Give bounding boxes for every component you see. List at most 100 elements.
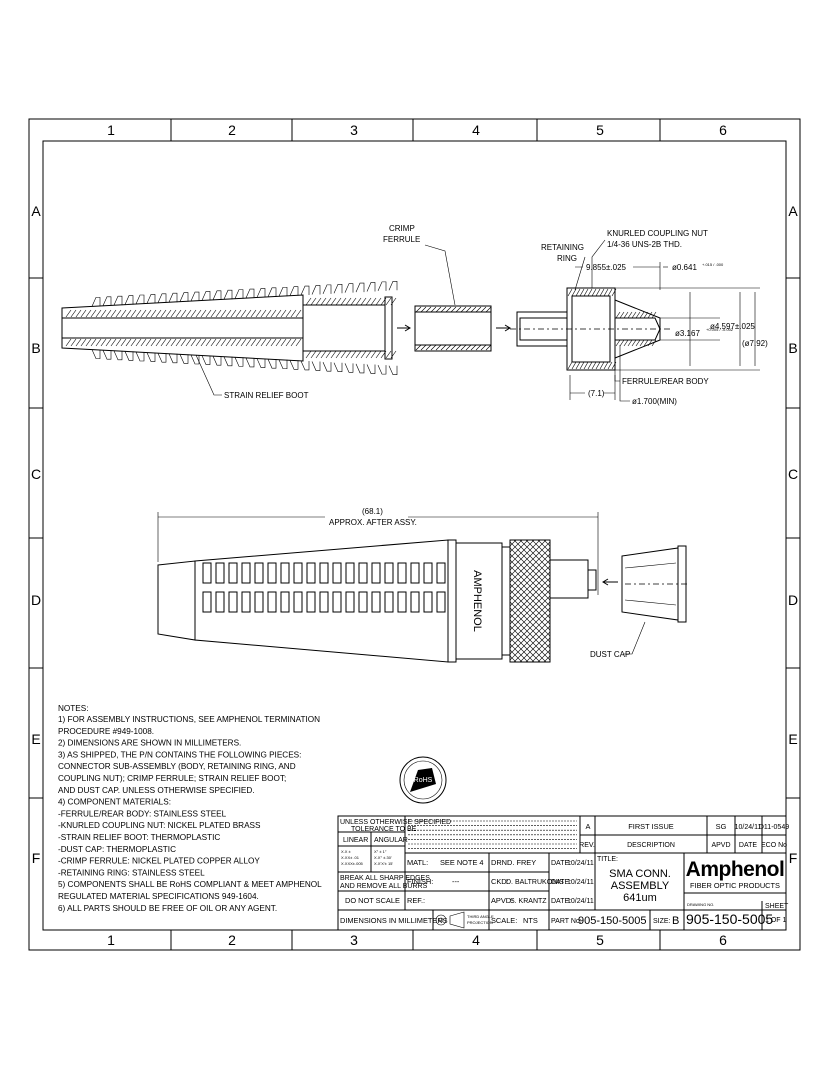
hatch-line [340,297,347,306]
boot-tooth [179,354,189,364]
hatch-line [275,338,282,347]
label-strain-relief: STRAIN RELIEF BOOT [224,391,309,400]
hatch-line [165,338,172,347]
dimline-9855 [575,262,661,290]
knurl-line [510,637,535,662]
boot-slot [202,562,212,584]
hatch-line [295,309,302,318]
boot-tooth [157,353,167,363]
hatch-line [220,338,227,347]
boot-tooth [102,350,112,360]
hatch-line [260,338,267,347]
hatch-line [245,338,252,347]
knurl-line [510,613,550,655]
hatch-line [105,338,112,347]
dim-681-note: APPROX. AFTER ASSY. [329,518,417,527]
hatch-line [175,309,182,318]
hatch-line [639,311,645,319]
hatch-line [120,338,127,347]
label-crimp-1: CRIMP [389,224,415,233]
hatch-line [583,288,589,297]
boot-tooth [91,349,101,359]
hatch-line [135,309,142,318]
boot-tooth [278,286,288,297]
tb-rev-date: 10/24/11 [735,824,762,831]
hatch-line [320,350,327,359]
tb-ref-label: REF.: [407,896,425,905]
boot-slot [410,591,420,613]
note-line: 4) COMPONENT MATERIALS: [58,798,171,807]
knurl-line [537,649,550,662]
tb-break-2: AND REMOVE ALL BURRS [340,883,428,890]
hatch-line [390,297,397,306]
knurl-line [510,540,523,553]
knurl-line [510,541,550,583]
hatch-line [440,306,447,313]
hatch-line [375,350,382,359]
hatch-line [210,309,217,318]
knurl-line [510,649,523,662]
boot-tooth [168,292,178,303]
company-logo: Amphenol [686,858,785,881]
boot-slot [254,562,264,584]
hatch-line [250,309,257,318]
hatch-line [100,309,107,318]
hatch-line [450,306,457,313]
hatch-line [190,309,197,318]
hatch-line [480,306,487,313]
hatch-line [465,306,472,313]
note-line: 5) COMPONENTS SHALL BE RoHS COMPLIANT & … [58,880,322,889]
zone-row-d-right: D [788,592,798,608]
dim-9855: 9.855±.025 [586,263,627,272]
hatch-line [200,309,207,318]
note-line: 2) DIMENSIONS ARE SHOWN IN MILLIMETERS. [58,739,241,748]
zone-col-6: 6 [719,122,727,138]
hatch-line [571,288,577,297]
boot-slot [241,562,251,584]
tb-title-label: TITLE: [597,856,618,863]
note-line: 3) AS SHIPPED, THE P/N CONTAINS THE FOLL… [58,750,301,759]
label-retaining-2: RING [557,254,577,263]
hatch-line [170,309,177,318]
hatch-line [355,297,362,306]
boot-slot [202,591,212,613]
hatch-line [170,338,177,347]
zone-col-2-bottom: 2 [228,932,236,948]
tb-ckd-value: D. BALTRUKONIS [506,879,564,886]
arrow-cap-to-connector [602,578,618,586]
hatch-line [455,306,462,313]
zone-col-1-bottom: 1 [107,932,115,948]
arrow-ferrule-to-body [496,324,511,332]
tb-rev-col: REV. [579,842,595,849]
tb-apvd-col: APVD [711,842,730,849]
hatch-line [651,339,657,347]
title-block [337,815,787,931]
boot-tooth [311,285,321,295]
hatch-line [145,309,152,318]
tb-break-1: BREAK ALL SHARP EDGES [340,875,430,882]
hatch-line [305,297,312,306]
tb-date-value-1: 10/24/11 [567,860,594,867]
boot-tooth [113,295,123,306]
zone-row-f-right: F [789,850,798,866]
hatch-line [215,338,222,347]
dim-3167: ø3.167 [675,329,700,338]
hatch-line [350,297,357,306]
zone-col-2: 2 [228,122,236,138]
hatch-line [130,338,137,347]
strain-relief-boot-section [61,280,398,376]
tb-linear-3: X.XXX±.005 [341,861,364,866]
boot-tooth [146,352,156,362]
zone-col-5-bottom: 5 [596,932,604,948]
boot-slot [228,591,238,613]
hatch-line [639,339,645,347]
hatch-line [627,339,633,347]
hatch-line [370,350,377,359]
zone-col-4-bottom: 4 [472,932,480,948]
hatch-line [591,288,597,297]
boot-tooth [102,296,112,306]
boot-slot [215,591,225,613]
brand-on-part: AMPHENOL [471,570,483,632]
hatch-line [205,338,212,347]
hatch-line [85,338,92,347]
